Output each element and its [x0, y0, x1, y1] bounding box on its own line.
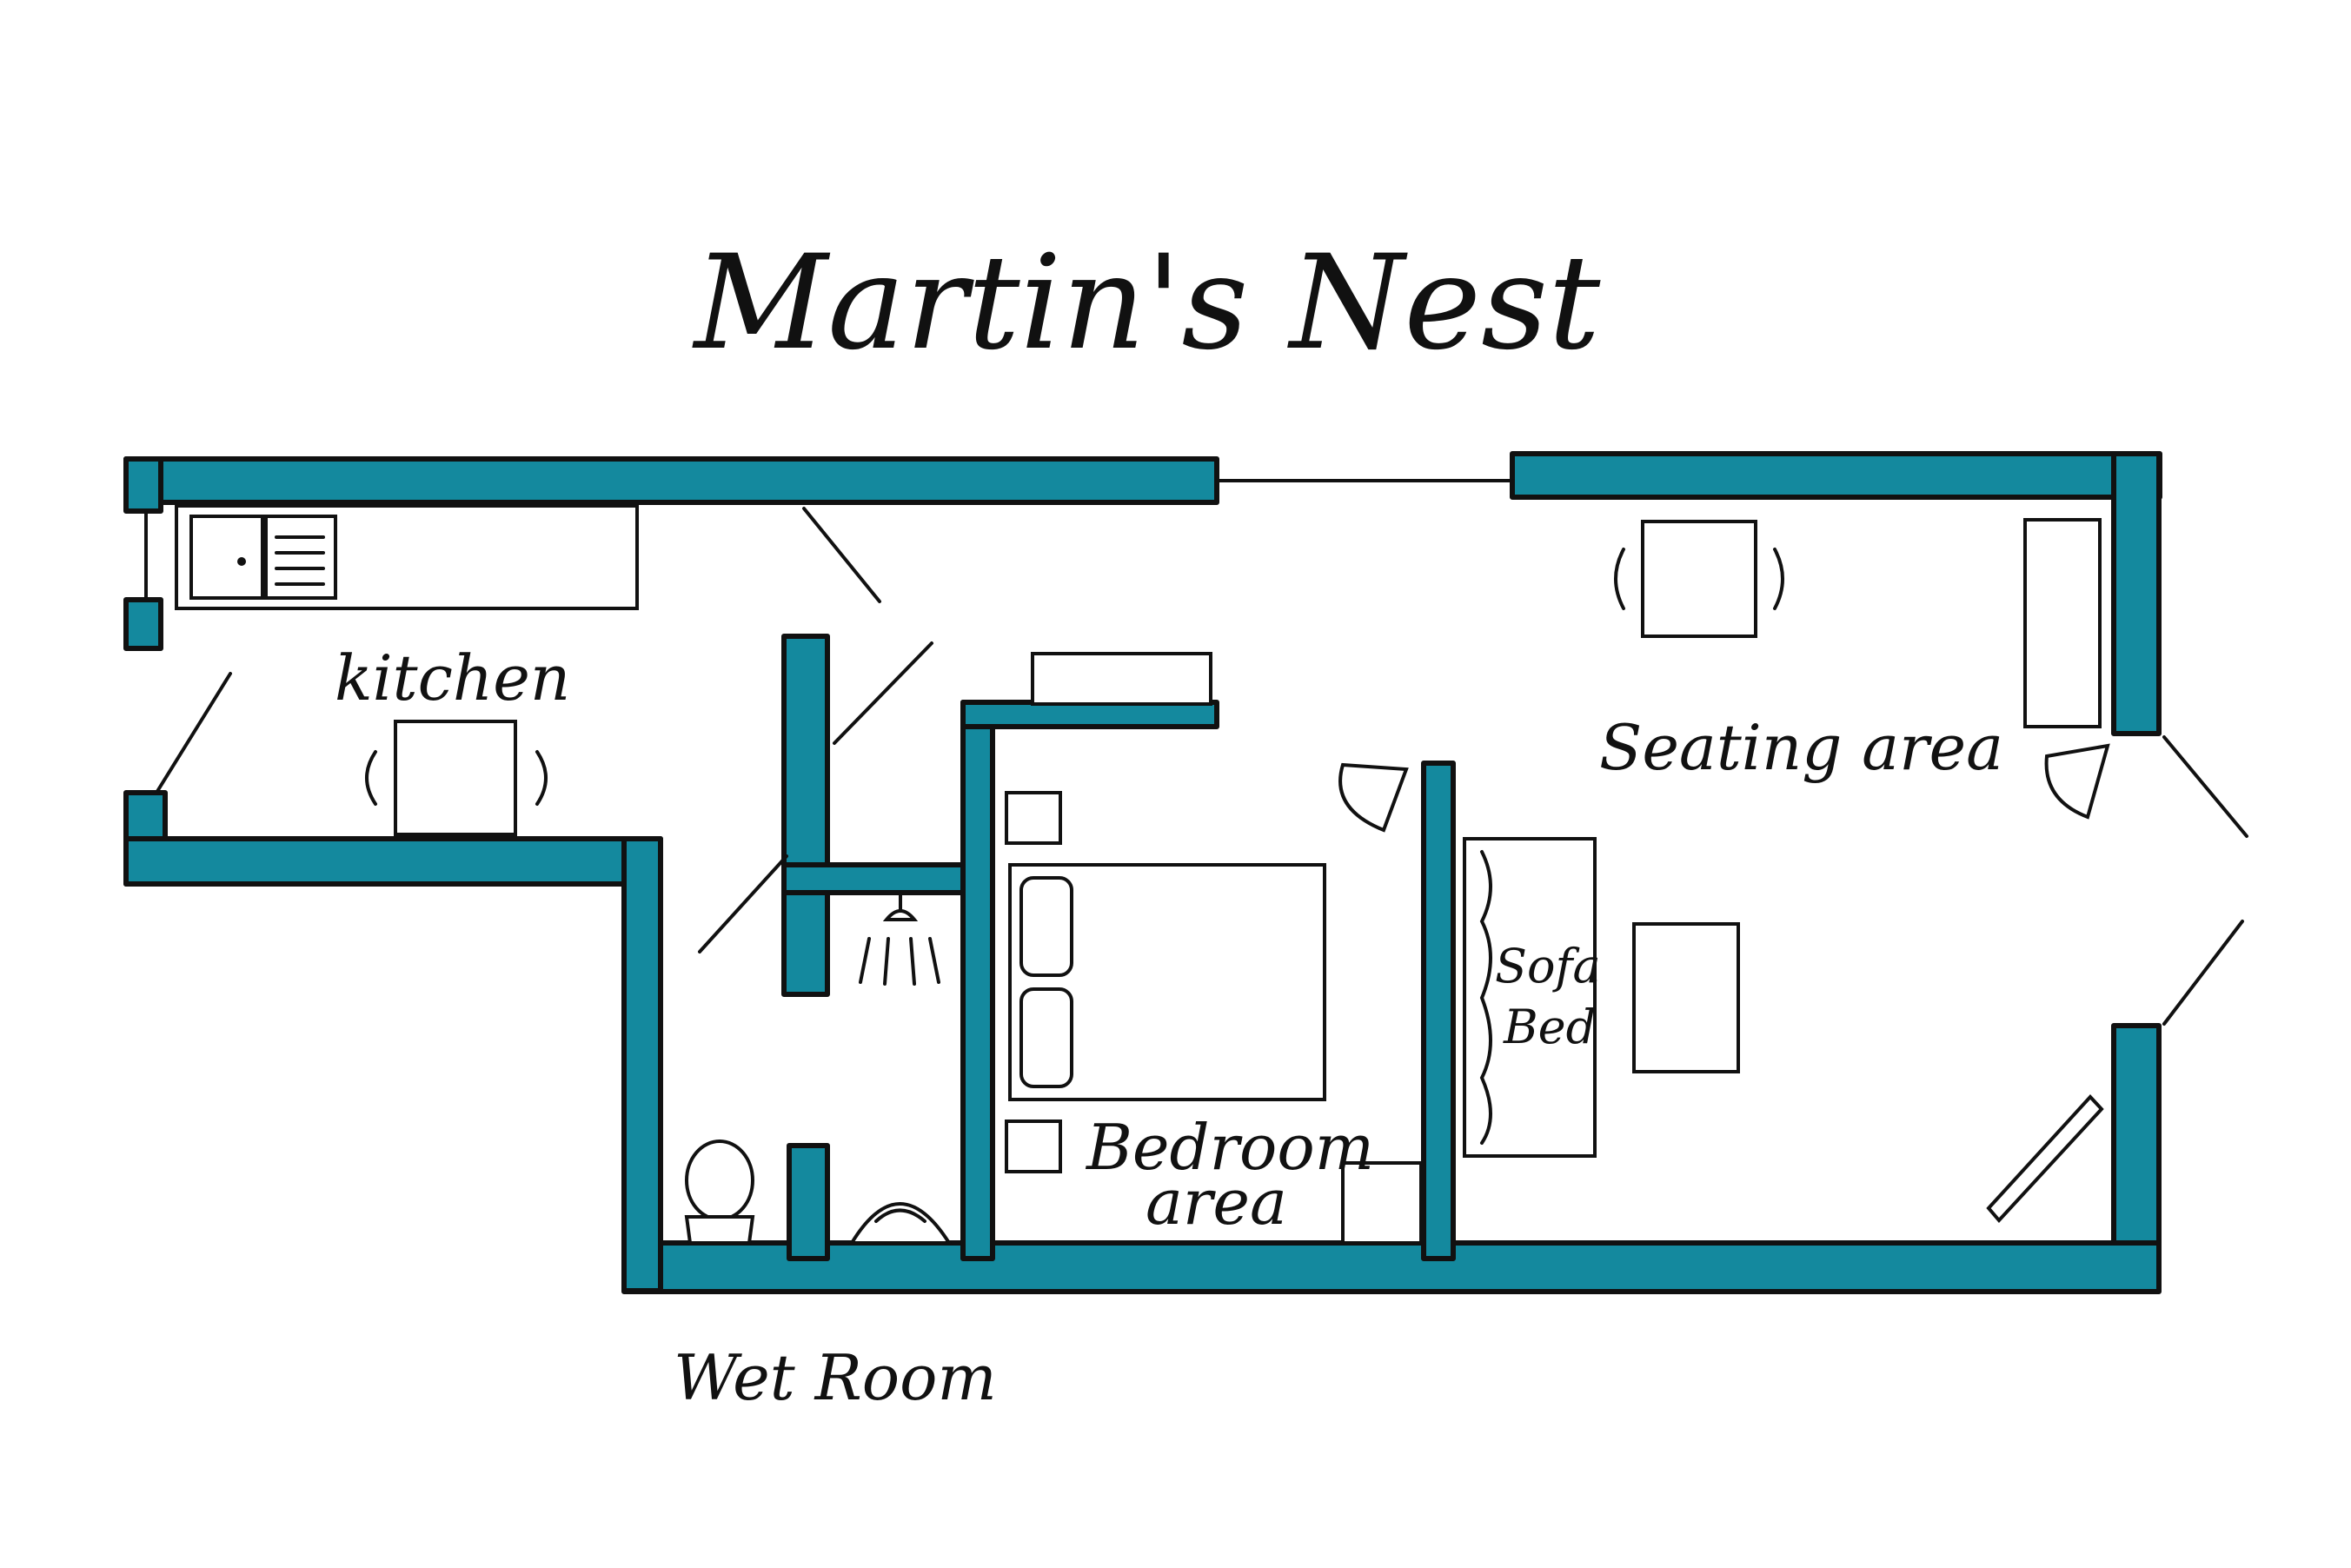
sofa-cushion-outline — [1479, 850, 1492, 1145]
sofa-label-line2: Bed — [1503, 1000, 1596, 1054]
wall-kitchen-bottom — [123, 836, 663, 887]
plan-title: Martin's Nest — [692, 228, 1601, 379]
wall-left-stub — [123, 597, 163, 651]
bedside-table-bottom — [1005, 1120, 1062, 1173]
wetroom-door-icon — [698, 854, 788, 953]
wall-left-stub-top — [123, 456, 163, 514]
wall-shower-connector — [781, 862, 969, 895]
walls — [123, 451, 2162, 1294]
pillow-bottom — [1019, 987, 1073, 1088]
sofa-label-line1: Sofa — [1495, 939, 1601, 993]
wall-right-upper — [2111, 451, 2162, 736]
bedroom-area: Bedroom area — [1005, 652, 1423, 1245]
toilet-icon — [684, 1139, 755, 1245]
wall-bedroom-left — [960, 700, 995, 1261]
kitchen-label: kitchen — [335, 641, 570, 714]
wall-right-lower — [2111, 1023, 2162, 1272]
wall-wetroom-left — [621, 836, 663, 1293]
coffee-table — [1632, 922, 1740, 1073]
wall-top-left — [123, 456, 1219, 505]
basin-icon — [848, 1202, 953, 1245]
kitchen-chair-right — [535, 750, 548, 806]
kitchen-table — [394, 720, 517, 836]
sofa-bed — [1463, 837, 1597, 1158]
bedroom-label-line2: area — [1146, 1166, 1287, 1239]
kitchen-chair-left — [365, 750, 377, 806]
dining-chair-left — [1614, 548, 1625, 610]
bedroom-shelf — [1031, 652, 1212, 706]
seating-area-label: Seating area — [1599, 711, 2003, 784]
kitchen-area: kitchen — [144, 504, 639, 836]
wall-top-right — [1510, 451, 2162, 500]
wet-room-label: Wet Room — [674, 1341, 997, 1414]
wall-seating-partition — [1421, 761, 1456, 1261]
wetroom-door-icon-2 — [833, 641, 933, 745]
bedside-table-top — [1005, 791, 1062, 845]
wall-bedroom-top — [960, 700, 1219, 729]
wet-room-area: Wet Room — [674, 641, 997, 1414]
seating-door-icon — [2044, 743, 2110, 820]
seating-cabinet — [2023, 518, 2102, 728]
sink-drain-icon — [237, 557, 246, 566]
kitchen-door-icon — [155, 672, 232, 794]
wall-wetroom-partition — [781, 634, 830, 997]
wall-bottom — [621, 1240, 2162, 1294]
kitchen-sink-left — [189, 515, 264, 600]
dining-chair-right — [1773, 548, 1784, 610]
wall-wetroom-lower — [787, 1143, 830, 1261]
dining-table — [1641, 520, 1757, 638]
bedroom-cabinet — [1341, 1161, 1423, 1245]
entrance-door-lower-icon — [2162, 920, 2244, 1026]
entrance-door-upper-icon — [2162, 735, 2248, 838]
shower-head-icon — [859, 894, 940, 986]
corridor-door-icon — [802, 507, 881, 603]
tv-unit — [1986, 1094, 2104, 1224]
pillow-top — [1019, 876, 1073, 977]
bedroom-door-icon — [1338, 762, 1409, 833]
seating-area: Sofa Bed Seating area — [1463, 518, 2248, 1224]
bedroom-label-line1: Bedroom — [1085, 1111, 1374, 1184]
